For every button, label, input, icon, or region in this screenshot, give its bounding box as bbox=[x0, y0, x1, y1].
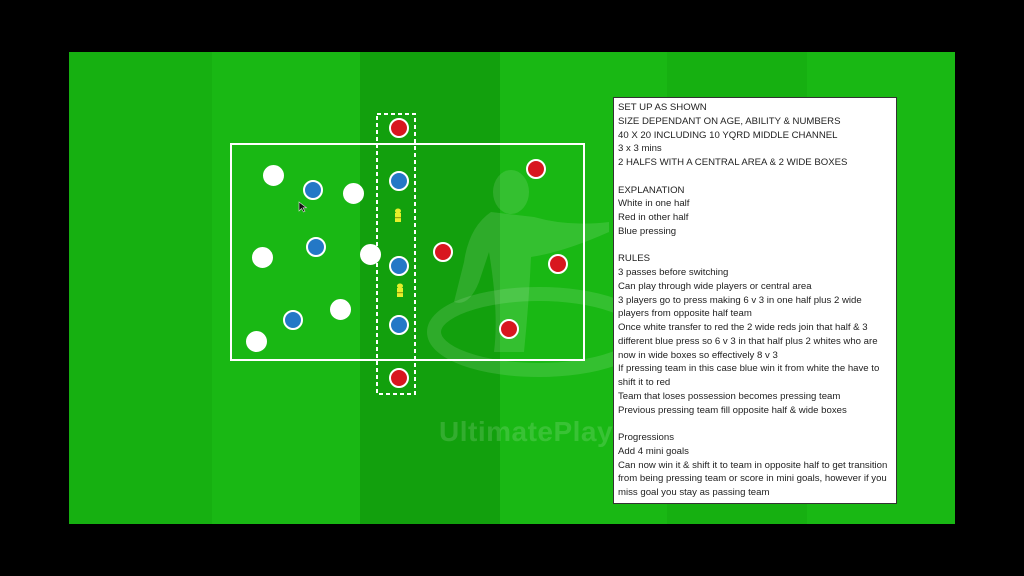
blue-player bbox=[306, 237, 326, 257]
playing-area-outline bbox=[230, 143, 585, 361]
white-player bbox=[252, 247, 273, 268]
explanation-line: Red in other half bbox=[618, 212, 689, 223]
pitch-stripe bbox=[69, 52, 212, 524]
spacer bbox=[618, 417, 892, 431]
progressions-heading: Progressions bbox=[618, 432, 674, 443]
spacer bbox=[618, 170, 892, 184]
rules-line: If pressing team in this case blue win i… bbox=[618, 363, 880, 388]
rules-line: Previous pressing team fill opposite hal… bbox=[618, 404, 847, 416]
setup-line: 2 HALFS WITH A CENTRAL AREA & 2 WIDE BOX… bbox=[618, 157, 848, 168]
rules-line: Once white transfer to red the 2 wide re… bbox=[618, 322, 878, 361]
red-player bbox=[433, 242, 453, 262]
explanation-heading: EXPLANATION bbox=[618, 184, 685, 196]
blue-player bbox=[283, 310, 303, 330]
red-player bbox=[499, 319, 519, 339]
setup-line: 40 X 20 INCLUDING 10 YQRD MIDDLE CHANNEL bbox=[618, 129, 838, 141]
white-player bbox=[360, 244, 381, 265]
white-player bbox=[330, 299, 351, 320]
rules-line: Can play through wide players or central… bbox=[618, 280, 812, 292]
rules-heading: RULES bbox=[618, 253, 650, 265]
mouse-cursor-icon bbox=[298, 201, 308, 213]
white-player bbox=[246, 331, 267, 352]
central-channel-outline bbox=[376, 113, 416, 395]
pitch-stripe bbox=[212, 52, 360, 524]
blue-player bbox=[303, 180, 323, 200]
rules-line: 3 passes before switching bbox=[618, 267, 729, 278]
rules-line: Team that loses possession becomes press… bbox=[618, 390, 841, 402]
blue-player bbox=[389, 256, 409, 276]
progressions-line: Add 4 mini goals bbox=[618, 445, 689, 457]
cone-icon bbox=[395, 208, 401, 222]
spacer bbox=[618, 239, 892, 253]
setup-section: SET UP AS SHOWN SIZE DEPENDANT ON AGE, AB… bbox=[618, 101, 892, 170]
explanation-line: Blue pressing bbox=[618, 225, 677, 237]
pitch-stripe bbox=[360, 52, 500, 524]
blue-player bbox=[389, 315, 409, 335]
red-player bbox=[526, 159, 546, 179]
rules-line: 3 players go to press making 6 v 3 in on… bbox=[618, 294, 862, 320]
white-player bbox=[263, 165, 284, 186]
progressions-line: Can now win it & shift it to team in opp… bbox=[618, 459, 888, 499]
blue-player bbox=[389, 171, 409, 191]
setup-line: SET UP AS SHOWN bbox=[618, 102, 707, 113]
red-player bbox=[389, 368, 409, 388]
instructions-panel: SET UP AS SHOWN SIZE DEPENDANT ON AGE, AB… bbox=[613, 97, 897, 504]
red-player bbox=[548, 254, 568, 274]
white-player bbox=[343, 183, 364, 204]
explanation-line: White in one half bbox=[618, 198, 690, 210]
setup-line: 3 x 3 mins bbox=[618, 143, 662, 155]
setup-line: SIZE DEPENDANT ON AGE, ABILITY & NUMBERS bbox=[618, 115, 841, 127]
cone-icon bbox=[397, 283, 403, 297]
red-player bbox=[389, 118, 409, 138]
